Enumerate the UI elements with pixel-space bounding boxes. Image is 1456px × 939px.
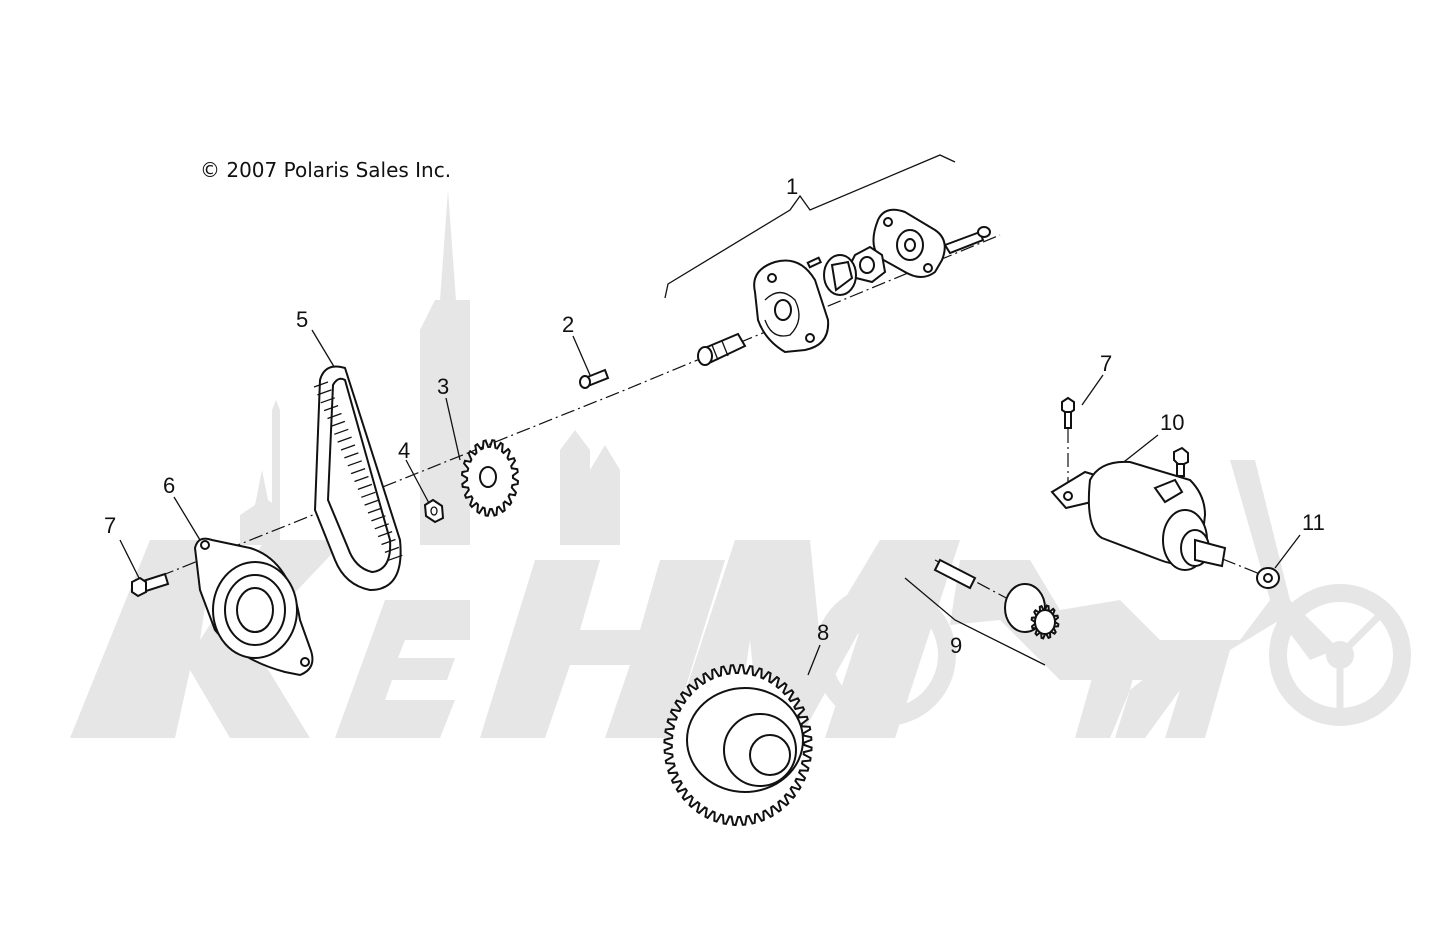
callout-5: 5 [296,307,308,332]
washer-part-11 [1256,567,1280,589]
drive-pin [806,256,823,269]
callout-1: 1 [786,174,798,199]
callout-11: 11 [1302,510,1325,535]
callout-8: 8 [817,620,829,645]
gear-part-8 [663,663,813,827]
callout-3: 3 [437,374,449,399]
callout-9: 9 [950,633,962,658]
pump-cover [872,208,946,278]
pump-body [753,259,830,354]
callout-7-left: 7 [104,513,116,538]
screw-part-2 [579,368,610,389]
callout-2: 2 [562,312,574,337]
pump-shaft [697,332,747,366]
callout-6: 6 [163,473,175,498]
callout-7-right: 7 [1100,351,1112,376]
copyright-text: © 2007 Polaris Sales Inc. [200,158,451,182]
pinion-assembly-part-9 [933,558,1060,640]
callout-4: 4 [398,438,410,463]
callout-leaders [119,154,1301,676]
bolt-part-7-right [1061,396,1075,429]
callout-labels: 1 2 3 4 5 6 7 7 8 9 10 11 [104,174,1325,658]
pump-screw [943,226,991,255]
nut-part-4 [423,498,445,524]
oil-pump-assembly [697,208,991,366]
sprocket-part-3 [460,439,520,517]
chain-part-5 [313,365,403,592]
guide-part-6 [193,537,314,677]
starter-motor-part-10 [1050,446,1227,571]
bolt-part-7-left [131,572,170,598]
callout-10: 10 [1160,410,1184,435]
inner-rotor [823,254,857,296]
